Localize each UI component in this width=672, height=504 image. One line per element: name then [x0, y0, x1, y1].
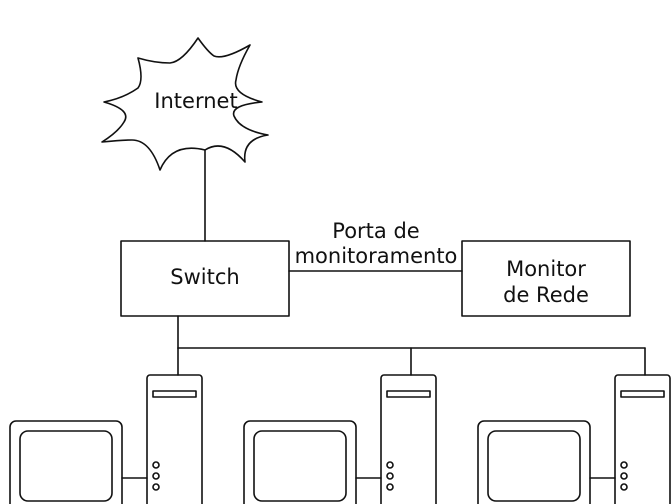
led	[152, 483, 160, 491]
tower-case	[146, 374, 203, 504]
monitor-screen	[19, 430, 113, 502]
drive-slot	[152, 390, 197, 398]
tower-case	[614, 374, 671, 504]
computer-3	[477, 374, 671, 504]
drive-slot	[620, 390, 665, 398]
network-monitor-box	[461, 240, 631, 317]
port-label-line1: Porta de	[332, 219, 419, 243]
led	[152, 461, 160, 469]
switch-box	[120, 240, 290, 317]
led	[386, 472, 394, 480]
drive-slot	[386, 390, 431, 398]
led	[386, 461, 394, 469]
monitor-screen	[487, 430, 581, 502]
computer-2	[243, 374, 437, 504]
led	[386, 483, 394, 491]
monitor-label-line1: Monitor	[506, 257, 586, 281]
switch-label: Switch	[170, 265, 239, 289]
monitor-outer	[9, 420, 123, 504]
led	[620, 483, 628, 491]
monitor-label-line2: de Rede	[503, 283, 589, 307]
tower-case	[380, 374, 437, 504]
port-label-line2: monitoramento	[295, 244, 458, 268]
monitor-screen	[253, 430, 347, 502]
computer-1	[9, 374, 203, 504]
led	[152, 472, 160, 480]
monitor-outer	[477, 420, 591, 504]
internet-label: Internet	[154, 89, 237, 113]
internet-cloud-shape	[101, 37, 269, 171]
led	[620, 472, 628, 480]
led	[620, 461, 628, 469]
monitor-outer	[243, 420, 357, 504]
